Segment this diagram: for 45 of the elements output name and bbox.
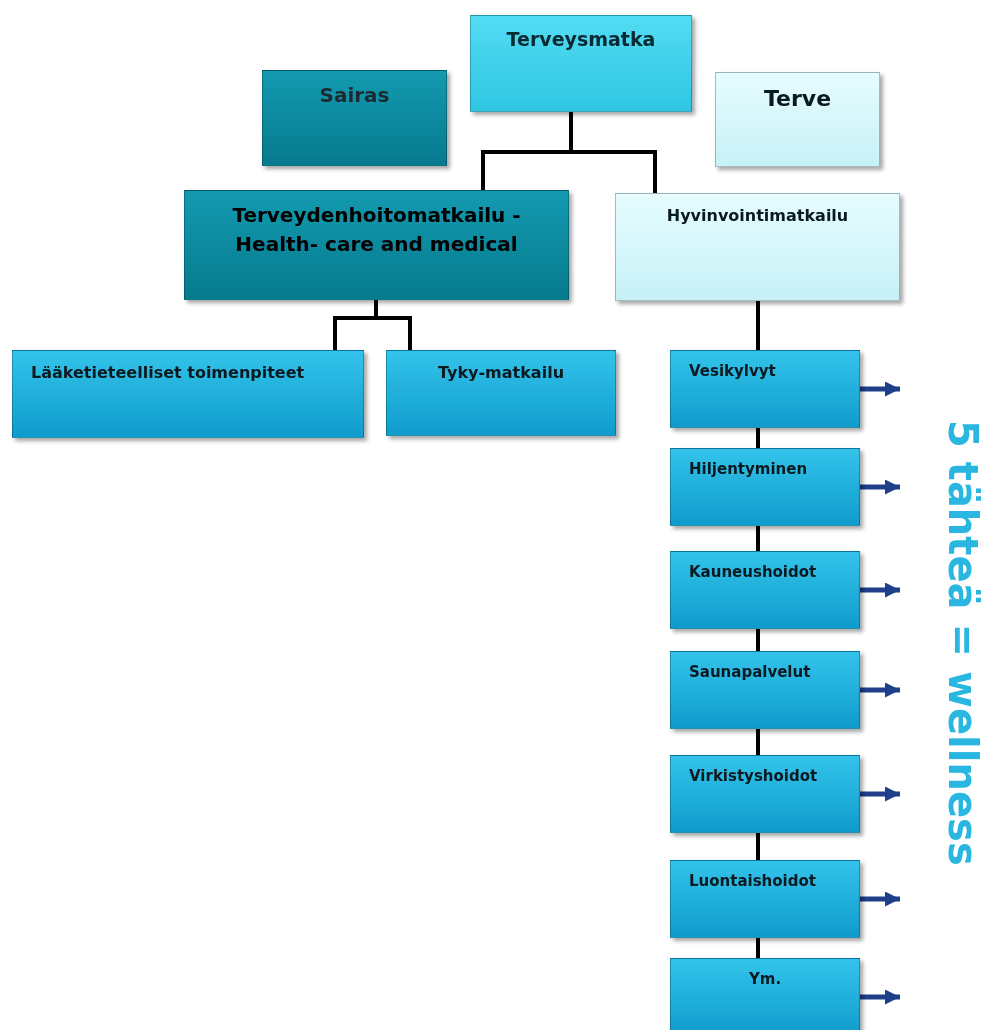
process-box bbox=[670, 551, 860, 629]
node-label: Ym. bbox=[748, 969, 782, 990]
arrow bbox=[860, 989, 900, 1005]
connector-line bbox=[569, 112, 657, 193]
process-box bbox=[615, 193, 900, 301]
arrow bbox=[860, 682, 900, 698]
node-label: Lääketieteelliset toimenpiteet bbox=[31, 362, 305, 384]
node-label: Tyky-matkailu bbox=[437, 362, 565, 384]
node-label: Saunapalvelut bbox=[689, 662, 811, 683]
node-label: Kauneushoidot bbox=[689, 562, 817, 583]
process-box bbox=[670, 651, 860, 729]
node-label: Hiljentyminen bbox=[689, 459, 808, 480]
process-box bbox=[262, 70, 447, 166]
process-box bbox=[670, 350, 860, 428]
node-label: Terveydenhoitomatkailu - Health- care and medical bbox=[231, 202, 522, 258]
connector-line bbox=[756, 526, 760, 551]
process-box bbox=[470, 15, 692, 112]
node-label: Virkistyshoidot bbox=[689, 766, 818, 787]
connector-line bbox=[756, 833, 760, 860]
connector-line bbox=[756, 428, 760, 448]
process-box bbox=[184, 190, 569, 300]
connector-line bbox=[756, 938, 760, 958]
side-caption: 5 tähteä = wellness bbox=[940, 420, 986, 866]
node-label: Hyvinvointimatkailu bbox=[666, 205, 849, 227]
connector-line bbox=[756, 729, 760, 755]
node-label: Sairas bbox=[319, 82, 390, 109]
connector-line bbox=[756, 629, 760, 651]
process-box bbox=[670, 448, 860, 526]
process-box bbox=[12, 350, 364, 438]
process-box bbox=[715, 72, 880, 167]
process-box bbox=[386, 350, 616, 436]
arrow bbox=[860, 786, 900, 802]
node-label: Vesikylvyt bbox=[689, 361, 776, 382]
process-box bbox=[670, 755, 860, 833]
connector-line bbox=[756, 301, 760, 350]
arrow bbox=[860, 891, 900, 907]
arrow bbox=[860, 381, 900, 397]
process-box bbox=[670, 958, 860, 1030]
node-label: Terve bbox=[763, 85, 832, 113]
process-box bbox=[670, 860, 860, 938]
arrow bbox=[860, 582, 900, 598]
connector-line bbox=[374, 300, 412, 350]
node-label: Luontaishoidot bbox=[689, 871, 816, 892]
node-label: Terveysmatka bbox=[506, 27, 656, 52]
arrow bbox=[860, 479, 900, 495]
